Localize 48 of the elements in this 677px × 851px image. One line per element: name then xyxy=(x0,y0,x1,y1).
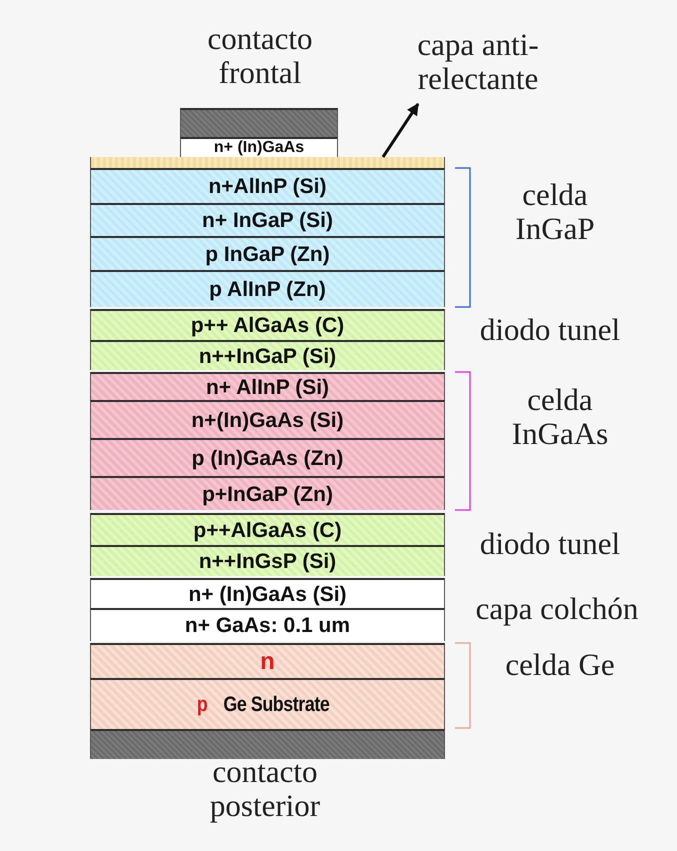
region-label: contacto posterior xyxy=(208,755,322,823)
arrow xyxy=(382,103,420,158)
layer-label: n+ InGaP (Si) xyxy=(202,210,333,231)
semiconductor-layer xyxy=(90,578,445,608)
layer-label: n+ (In)GaAs xyxy=(214,140,304,156)
layer-label: n+ (In)GaAs (Si) xyxy=(188,584,347,604)
semiconductor-layer xyxy=(90,270,445,307)
semiconductor-layer xyxy=(90,545,445,576)
layer-label: n xyxy=(260,650,275,674)
semiconductor-layer xyxy=(90,643,445,678)
semiconductor-layer xyxy=(90,400,445,438)
semiconductor-layer xyxy=(90,236,445,270)
contact-layer xyxy=(90,729,445,759)
semiconductor-layer xyxy=(90,372,445,400)
region-label: diodo tunel xyxy=(478,527,622,561)
semiconductor-layer xyxy=(90,168,445,203)
region-label: capa colchón xyxy=(474,592,640,626)
region-label: contacto frontal xyxy=(206,22,314,90)
layer-label: Ge Substrate xyxy=(224,694,330,715)
layer-label: p xyxy=(196,694,208,715)
semiconductor-layer xyxy=(90,678,445,729)
callout-label: capa anti-relectante xyxy=(378,28,578,96)
layer-label: n++InGaP (Si) xyxy=(198,346,336,366)
layer-label: n+ AlInP (Si) xyxy=(206,376,330,398)
layer-label: p (In)GaAs (Zn) xyxy=(192,448,344,468)
coating-layer xyxy=(90,157,445,168)
layer-label: p InGaP (Zn) xyxy=(205,244,330,264)
region-label: celda InGaP xyxy=(514,178,596,246)
layer-label: n++InGsP (Si) xyxy=(198,551,336,572)
semiconductor-layer xyxy=(90,340,445,370)
layer-label: n+AlInP (Si) xyxy=(208,176,327,197)
semiconductor-layer xyxy=(90,203,445,236)
layer-label: p AlInP (Zn) xyxy=(209,279,326,300)
semiconductor-layer xyxy=(90,513,445,545)
semiconductor-layer xyxy=(90,438,445,476)
contact-layer xyxy=(180,108,338,137)
layer-label: p++AlGaAs (C) xyxy=(193,520,342,540)
semiconductor-layer xyxy=(90,608,445,641)
region-label: diodo tunel xyxy=(478,313,622,347)
region-label: celda Ge xyxy=(504,648,616,682)
layer-label: p++ AlGaAs (C) xyxy=(190,315,344,336)
layer-label: n+(In)GaAs (Si) xyxy=(191,410,344,430)
semiconductor-layer xyxy=(90,309,445,340)
layer-label: p+InGaP (Zn) xyxy=(202,484,333,504)
semiconductor-layer xyxy=(180,137,338,157)
semiconductor-layer xyxy=(90,476,445,510)
layer-label: n+ GaAs: 0.1 um xyxy=(184,615,350,636)
region-label: celda InGaAs xyxy=(510,383,610,451)
